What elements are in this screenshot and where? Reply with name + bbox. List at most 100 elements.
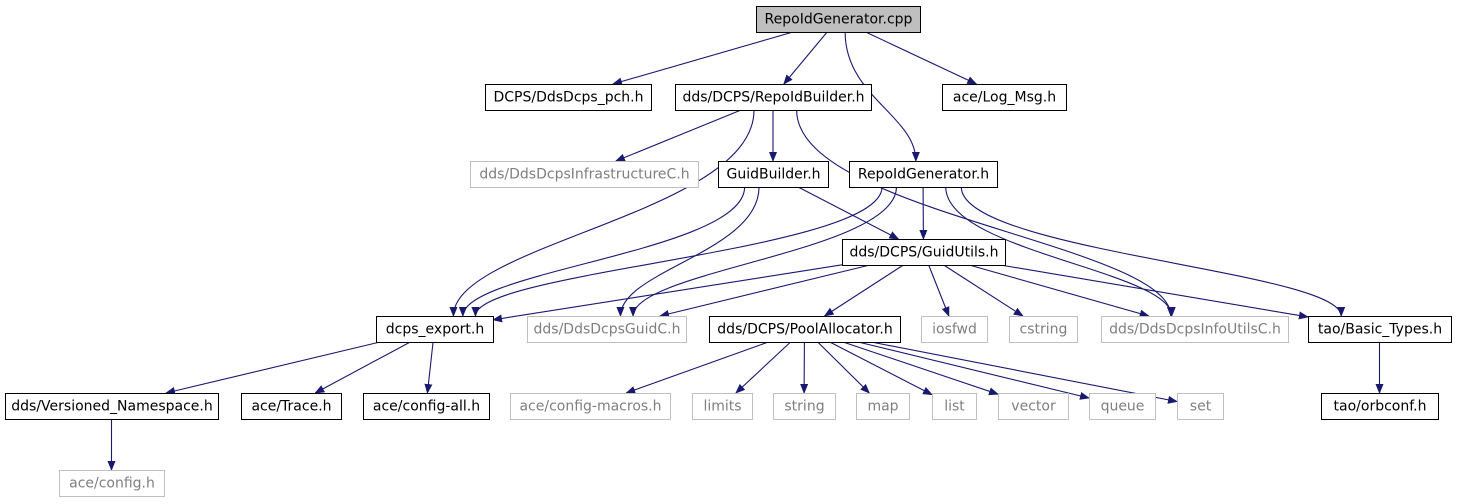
edge-pool_alloc-to-list	[829, 341, 933, 396]
edge-repoid_gen_cpp-to-repoid_gen_h	[844, 31, 920, 162]
node-box	[675, 84, 872, 111]
node-ddsdcps_pch[interactable]: DCPS/DdsDcps_pch.h	[485, 84, 652, 111]
node-label: tao/orbconf.h	[1334, 399, 1427, 415]
edge-pool_alloc-to-map	[817, 341, 871, 394]
node-dcps_export[interactable]: dcps_export.h	[376, 316, 494, 343]
node-box	[470, 161, 699, 188]
edge-guid_builder-to-guid_c	[616, 186, 760, 317]
node-repoid_builder[interactable]: dds/DCPS/RepoIdBuilder.h	[675, 84, 872, 111]
edge-pool_alloc-to-set	[871, 341, 1178, 404]
node-label: set	[1190, 399, 1212, 415]
node-box	[5, 393, 219, 420]
node-label: dds/DCPS/PoolAllocator.h	[717, 322, 892, 338]
node-box	[1321, 393, 1439, 420]
node-box	[692, 393, 753, 420]
node-label: cstring	[1020, 322, 1068, 338]
node-basic_types[interactable]: tao/Basic_Types.h	[1308, 316, 1452, 343]
node-box	[1308, 316, 1452, 343]
edge-dcps_export-to-config_all	[424, 341, 434, 394]
node-box	[998, 393, 1069, 420]
node-label: dds/DdsDcpsGuidC.h	[534, 322, 681, 338]
edge-dcps_export-to-ace_trace	[314, 341, 411, 394]
edge-repoid_builder-to-infrastructure_c	[614, 109, 742, 162]
node-vector: vector	[998, 393, 1069, 420]
node-queue: queue	[1089, 393, 1156, 420]
edge-repoid_builder-to-dcps_export	[449, 109, 755, 317]
node-box	[842, 239, 1006, 266]
node-label: limits	[703, 399, 741, 415]
node-versioned_ns[interactable]: dds/Versioned_Namespace.h	[5, 393, 219, 420]
node-orbconf[interactable]: tao/orbconf.h	[1321, 393, 1439, 420]
node-ace_config: ace/config.h	[59, 470, 165, 497]
node-box	[718, 161, 829, 188]
node-label: vector	[1011, 399, 1056, 415]
node-list: list	[932, 393, 977, 420]
node-label: ace/Trace.h	[251, 399, 331, 415]
node-box	[849, 161, 998, 188]
edge-repoid_gen_cpp-to-ddsdcps_pch	[612, 31, 794, 86]
node-box	[856, 393, 910, 420]
node-repoid_gen_h[interactable]: RepoIdGenerator.h	[849, 161, 998, 188]
node-box	[756, 6, 921, 33]
edge-repoid_builder-to-infoutils_c	[796, 109, 1175, 317]
node-label: dds/DCPS/RepoIdBuilder.h	[682, 90, 864, 106]
edge-repoid_gen_cpp-to-log_msg	[865, 31, 978, 85]
edge-guid_builder-to-guid_utils	[797, 186, 900, 240]
node-box	[709, 316, 901, 343]
node-infrastructure_c: dds/DdsDcpsInfrastructureC.h	[470, 161, 699, 188]
node-infoutils_c: dds/DdsDcpsInfoUtilsC.h	[1101, 316, 1289, 343]
node-guid_builder[interactable]: GuidBuilder.h	[718, 161, 829, 188]
node-label: dds/DdsDcpsInfrastructureC.h	[479, 167, 689, 183]
edge-pool_alloc-to-limits	[735, 341, 791, 394]
edge-guid_utils-to-pool_alloc	[823, 264, 904, 317]
edge-guid_utils-to-basic_types	[1000, 264, 1309, 320]
edge-pool_alloc-to-config_macros	[625, 341, 769, 394]
node-label: dds/DCPS/GuidUtils.h	[849, 245, 998, 261]
node-box	[1101, 316, 1289, 343]
node-label: DCPS/DdsDcps_pch.h	[493, 90, 643, 106]
node-label: list	[944, 399, 965, 415]
node-label: tao/Basic_Types.h	[1318, 322, 1442, 338]
edge-repoid_gen_cpp-to-repoid_builder	[783, 31, 828, 85]
node-repoid_gen_cpp[interactable]: RepoIdGenerator.cpp	[756, 6, 921, 33]
node-ace_trace[interactable]: ace/Trace.h	[241, 393, 342, 420]
edge-repoid_gen_h-to-basic_types	[960, 186, 1346, 317]
node-config_macros: ace/config-macros.h	[510, 393, 671, 420]
edge-pool_alloc-to-queue	[857, 341, 1090, 400]
node-box	[773, 393, 836, 420]
node-iosfwd: iosfwd	[921, 316, 988, 343]
node-map: map	[856, 393, 910, 420]
node-box	[510, 393, 671, 420]
node-label: ace/config.h	[69, 476, 155, 492]
edge-guid_builder-to-dcps_export	[458, 186, 746, 317]
edge-guid_utils-to-dcps_export	[492, 264, 843, 323]
node-box	[376, 316, 494, 343]
edge-guid_utils-to-infoutils_c	[969, 264, 1150, 318]
node-pool_alloc[interactable]: dds/DCPS/PoolAllocator.h	[709, 316, 901, 343]
node-box	[1089, 393, 1156, 420]
node-set: set	[1177, 393, 1224, 420]
edge-pool_alloc-to-vector	[842, 341, 999, 396]
node-box	[932, 393, 977, 420]
node-log_msg[interactable]: ace/Log_Msg.h	[942, 84, 1067, 111]
node-box	[1009, 316, 1078, 343]
node-box	[942, 84, 1067, 111]
node-label: map	[867, 399, 898, 415]
node-box	[527, 316, 687, 343]
edge-dcps_export-to-versioned_ns	[165, 341, 381, 395]
node-string: string	[773, 393, 836, 420]
node-box	[485, 84, 652, 111]
node-label: GuidBuilder.h	[726, 167, 820, 183]
node-label: ace/config-all.h	[373, 399, 480, 415]
edge-repoid_gen_h-to-infoutils_c	[945, 186, 1176, 317]
edge-guid_utils-to-guid_c	[659, 264, 871, 318]
node-label: queue	[1101, 399, 1145, 415]
node-label: ace/Log_Msg.h	[953, 90, 1056, 106]
node-label: ace/config-macros.h	[519, 399, 661, 415]
node-label: dcps_export.h	[386, 322, 484, 338]
node-box	[241, 393, 342, 420]
node-guid_c: dds/DdsDcpsGuidC.h	[527, 316, 687, 343]
edge-guid_utils-to-cstring	[943, 264, 1024, 317]
node-config_all[interactable]: ace/config-all.h	[363, 393, 490, 420]
node-guid_utils[interactable]: dds/DCPS/GuidUtils.h	[842, 239, 1006, 266]
